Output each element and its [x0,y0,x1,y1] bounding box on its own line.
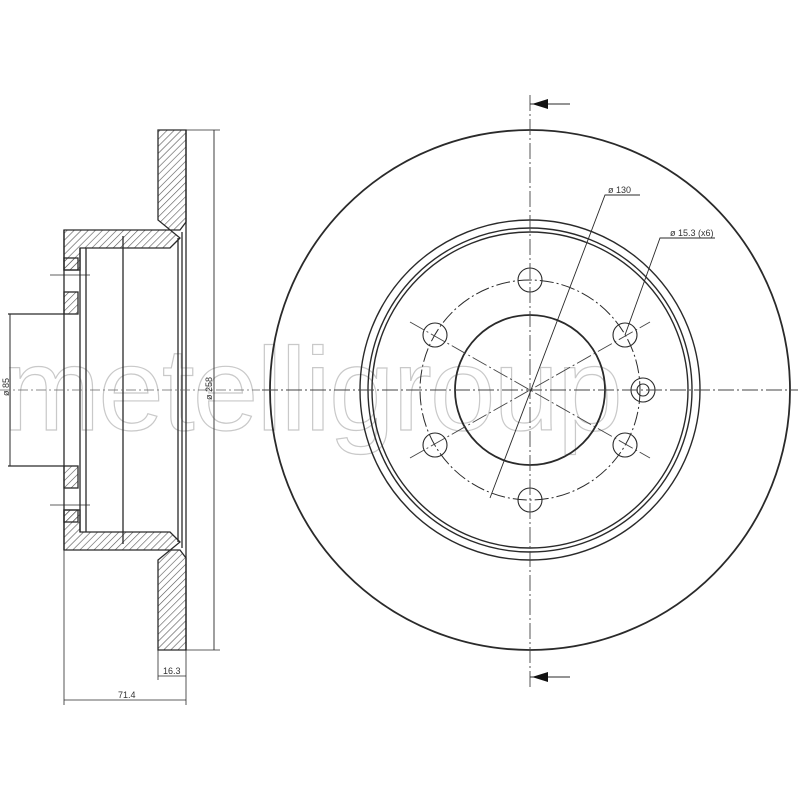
top-section-arrow [530,99,570,109]
bolt-hole [422,432,448,458]
bolt-hole [422,322,448,348]
hatched-section-top [63,129,187,271]
outer-diameter-label: ø 258 [204,377,214,400]
hub-diameter-label: ø 85 [1,378,11,396]
hatched-section-bottom [63,509,187,651]
disc-thickness-label: 16.3 [163,666,181,676]
bolt-hole [612,322,638,348]
bottom-section-arrow [530,672,570,682]
side-view [0,129,260,705]
bolt-hole [612,432,638,458]
total-height-label: 71.4 [118,690,136,700]
pitch-circle-label: ø 130 [608,185,631,195]
front-view [262,95,798,690]
hatched-hub-lower [63,465,79,489]
bolt-hole-label: ø 15.3 (x6) [670,228,714,238]
hatched-hub-upper [63,291,79,315]
